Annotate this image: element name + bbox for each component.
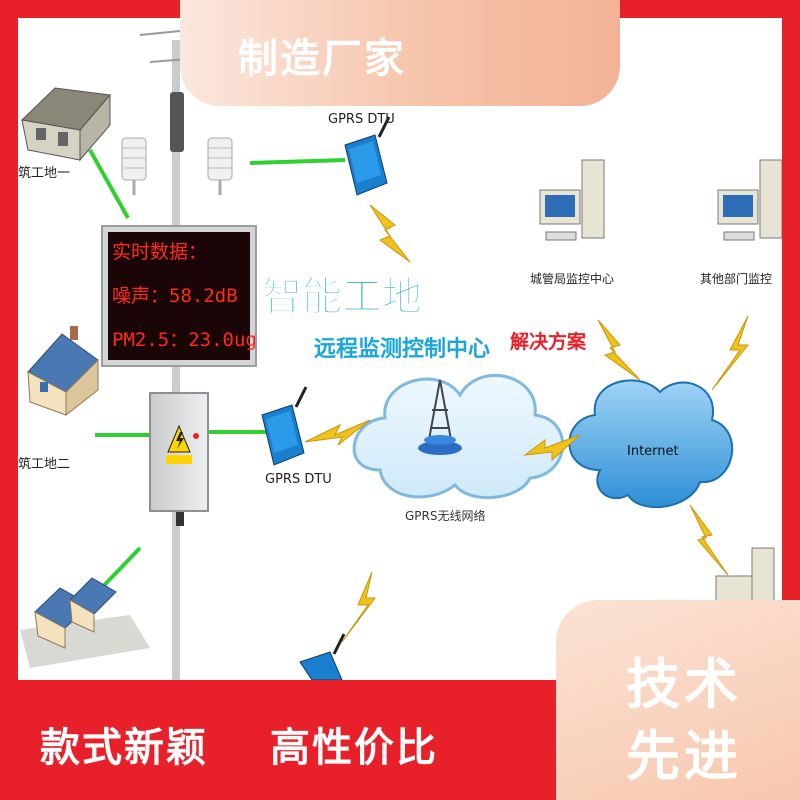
dtu-mid-label: GPRS DTU [265,472,332,487]
site-2-label: 建筑工地二 [18,456,70,472]
gprs-cloud [352,373,564,500]
lightning-bolts [304,204,750,643]
led-line-1: 实时数据： [112,241,207,263]
led-line-2: 噪声：58.2dB [112,285,238,307]
diagram-frame: 建筑工地一 建筑工地二 实时数据： 噪声：58.2dB PM2.5：23.0ug… [18,18,782,680]
slogan-value: 高性价比 [270,725,438,771]
green-links [88,149,346,602]
pc-2-label: 其他部门监控 [700,271,772,286]
site-1-label: 建筑工地一 [18,165,70,181]
gprs-dtu-device-bottom [299,633,346,680]
slogan-style: 款式新颖 [40,725,208,771]
corner-line-1: 技术 [626,653,742,716]
control-box [149,392,209,526]
computer-urban-management [539,159,605,241]
top-tab [180,0,620,106]
led-display [101,225,257,367]
solution-label: 解决方案 [510,330,587,353]
internet-cloud [568,379,734,508]
corner-line-2: 先进 [626,725,742,788]
system-diagram: 建筑工地一 建筑工地二 实时数据： 噪声：58.2dB PM2.5：23.0ug… [18,27,782,680]
internet-label: Internet [627,444,679,459]
led-line-3: PM2.5：23.0ug [112,329,257,351]
house-site-1 [20,87,111,162]
radio-tower-icon [427,379,453,446]
house-site-2 [27,326,99,417]
gprs-dtu-device-top [344,116,391,196]
computer-other-departments [717,159,782,241]
pc-1-label: 城管局监控中心 [530,271,614,286]
diagram-subtitle: 远程监测控制中心 [314,336,490,362]
house-site-3 [20,577,150,668]
diagram-title: 智能工地 [262,274,422,320]
corner-badge [556,600,800,800]
gprs-dtu-device-mid [261,386,308,466]
dtu-top-label: GPRS DTU [328,112,395,127]
top-tab-label: 制造厂家 [238,36,406,82]
gprs-network-label: GPRS无线网络 [405,508,486,523]
